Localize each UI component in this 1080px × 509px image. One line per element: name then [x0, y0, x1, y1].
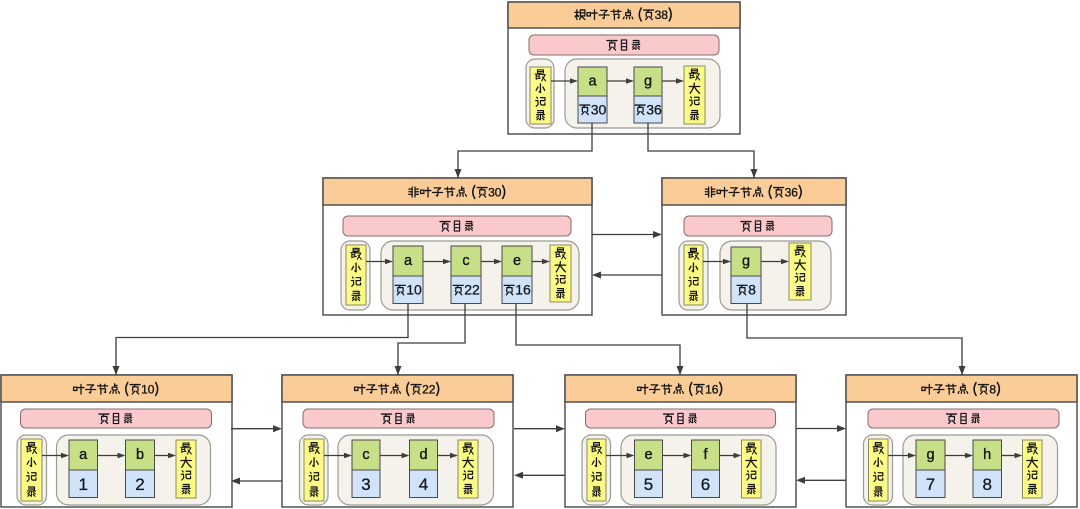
svg-text:16: 16 — [705, 382, 719, 396]
svg-text:e: e — [513, 253, 521, 269]
svg-text:f: f — [703, 447, 708, 463]
svg-text:10: 10 — [141, 382, 155, 396]
svg-text:g: g — [742, 253, 750, 269]
svg-text:a: a — [404, 253, 413, 269]
svg-text:d: d — [419, 447, 427, 463]
svg-text:8: 8 — [982, 475, 991, 494]
svg-text:36: 36 — [785, 185, 799, 199]
svg-text:3: 3 — [361, 475, 370, 494]
svg-text:30: 30 — [591, 102, 607, 118]
svg-text:8: 8 — [989, 382, 996, 396]
svg-text:16: 16 — [515, 282, 531, 298]
svg-text:g: g — [644, 73, 652, 89]
svg-text:8: 8 — [748, 282, 756, 298]
svg-text:6: 6 — [701, 475, 710, 494]
svg-text:36: 36 — [646, 102, 662, 118]
svg-text:e: e — [644, 447, 652, 463]
svg-text:38: 38 — [655, 8, 669, 22]
svg-text:b: b — [136, 447, 144, 463]
svg-text:g: g — [926, 447, 934, 463]
svg-text:a: a — [588, 73, 597, 89]
svg-text:10: 10 — [406, 282, 422, 298]
svg-text:5: 5 — [644, 475, 653, 494]
svg-text:7: 7 — [926, 475, 935, 494]
svg-text:a: a — [79, 447, 88, 463]
svg-text:4: 4 — [419, 475, 428, 494]
svg-text:c: c — [362, 447, 369, 463]
svg-text:c: c — [462, 253, 469, 269]
svg-text:22: 22 — [464, 282, 480, 298]
svg-text:30: 30 — [488, 185, 502, 199]
svg-text:2: 2 — [135, 475, 144, 494]
svg-text:1: 1 — [78, 475, 87, 494]
svg-text:h: h — [983, 447, 991, 463]
svg-text:22: 22 — [422, 382, 436, 396]
